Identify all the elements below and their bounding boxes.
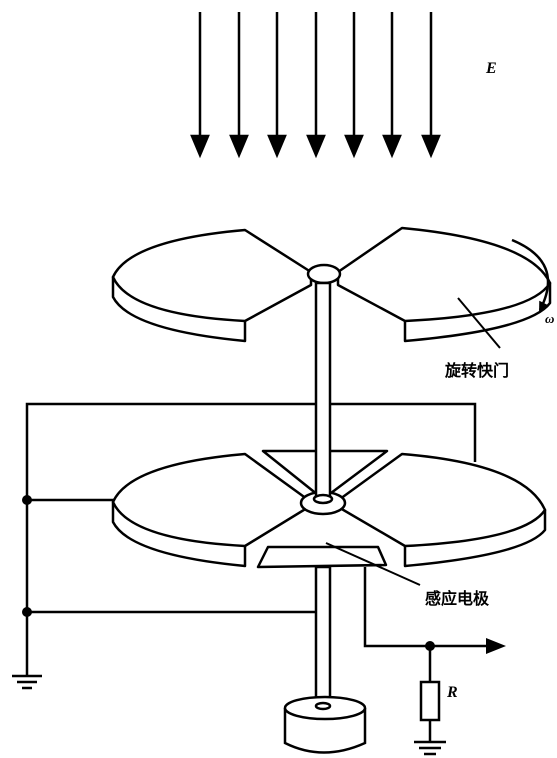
- resistor-label: R: [446, 684, 458, 701]
- shutter-leader: [457, 297, 501, 349]
- shaft: [312, 281, 334, 711]
- ground-wiring: [12, 402, 477, 690]
- field-label: E: [485, 60, 497, 77]
- electrode-leader: [325, 542, 421, 586]
- junction-dot: [22, 607, 32, 617]
- junction-dot: [425, 641, 435, 651]
- electrode-label: 感应电极: [425, 589, 490, 608]
- shutter-label: 旋转快门: [444, 361, 509, 380]
- junction-dot: [22, 495, 32, 505]
- motor: [283, 695, 367, 754]
- rotating-shutter: [111, 226, 552, 343]
- rotation-arrow: [511, 238, 550, 312]
- output-circuit: [363, 567, 488, 756]
- output-arrow: [486, 638, 506, 654]
- omega-label: ω: [545, 311, 554, 326]
- induction-electrode: [111, 449, 547, 569]
- field-arrows: [190, 12, 441, 159]
